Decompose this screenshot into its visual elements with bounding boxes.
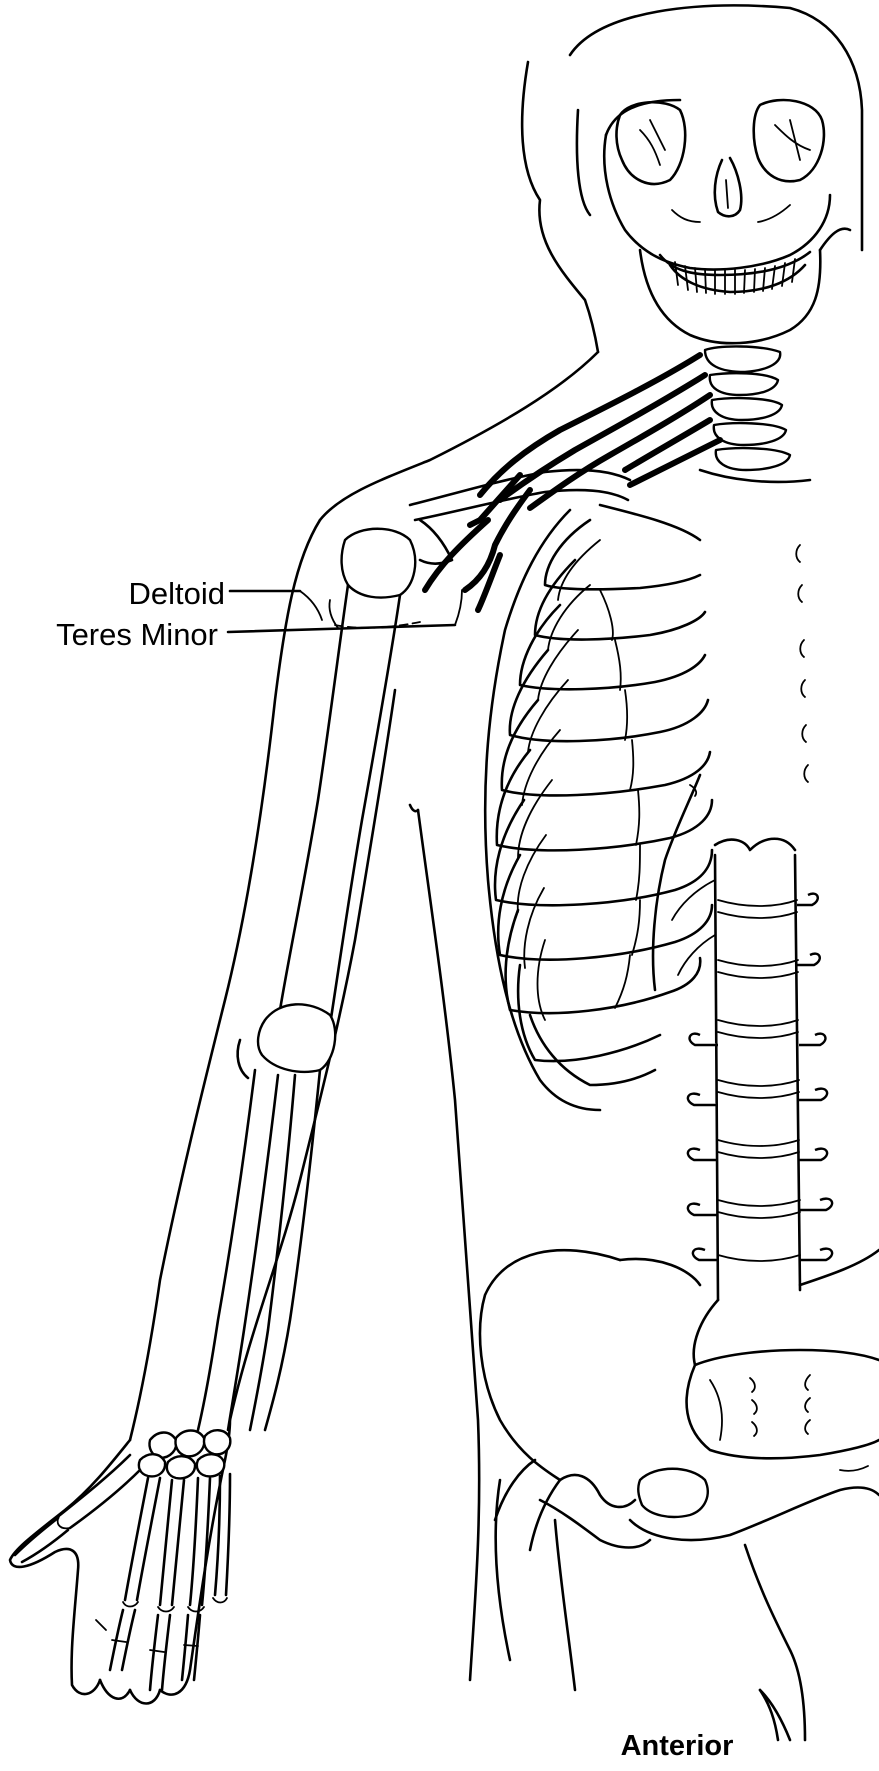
teeth [675,259,795,294]
label-deltoid: Deltoid [129,576,226,611]
pelvis [480,1250,879,1740]
view-caption: Anterior [621,1730,734,1762]
sternum-marks [796,545,808,782]
brachial-plexus-nerves [425,355,720,610]
cervical-spine [700,346,810,481]
label-teres-minor: Teres Minor [56,617,218,652]
hand-bones [15,1430,230,1690]
arm-bones [198,585,400,1430]
rib-cage [485,505,808,1110]
lumbar-spine [672,839,832,1300]
ribs [495,520,712,1085]
body-outline [10,5,862,1740]
skull [604,100,850,343]
